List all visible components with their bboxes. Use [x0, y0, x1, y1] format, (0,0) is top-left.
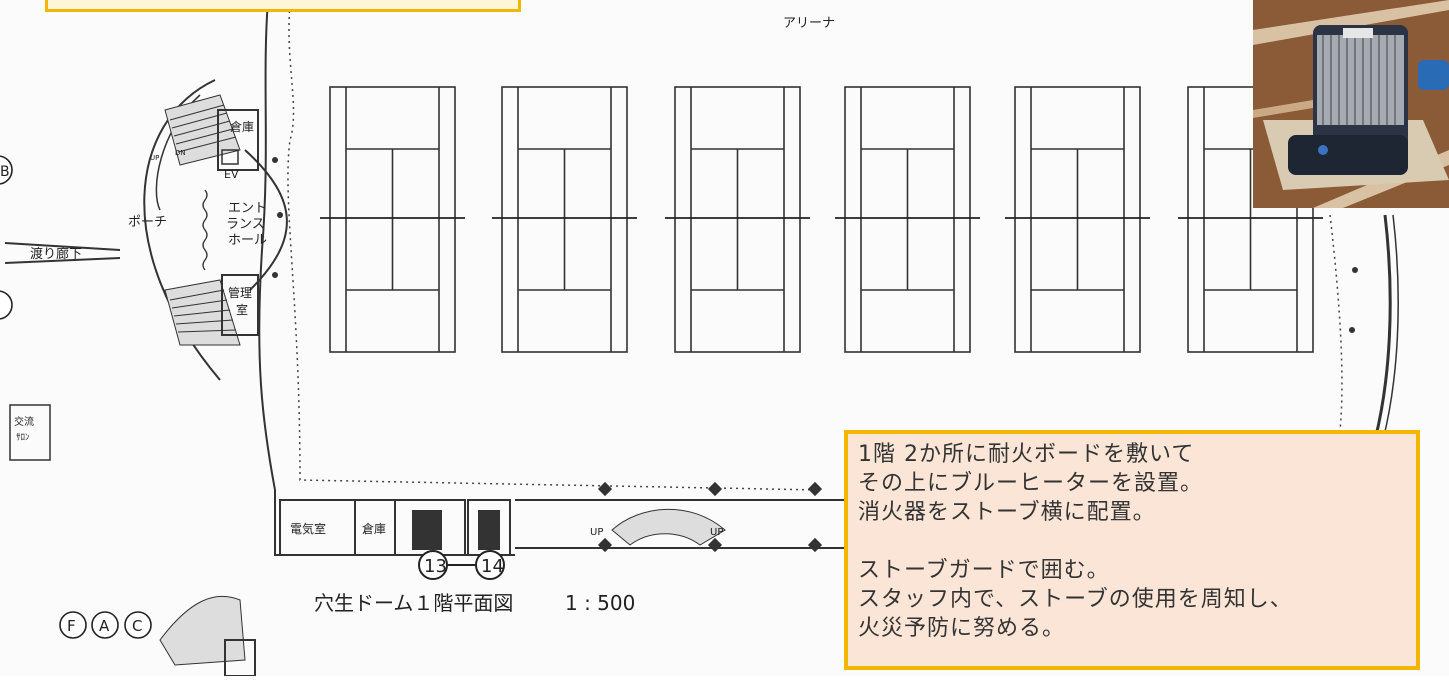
corridor-label: 渡り廊下: [30, 246, 82, 262]
circle-marker-f: [59, 611, 87, 639]
note-line: その上にブルーヒーターを設置。: [858, 471, 1204, 496]
circle-marker-b: [0, 155, 13, 185]
circle-letter-a: A: [99, 617, 110, 635]
stairs-upper: [164, 94, 241, 166]
admin-label-2: 室: [236, 302, 248, 317]
note-line: ストーブガードで囲む。: [858, 558, 1110, 583]
heater-photo: [1253, 0, 1449, 208]
up-label-left: UP: [590, 527, 603, 538]
note-line: 1階 2か所に耐火ボードを敷いて: [858, 442, 1195, 467]
storage-label: 倉庫: [230, 119, 254, 134]
ev-shaft: [221, 149, 239, 165]
circle-marker-left: [0, 290, 13, 320]
column-markers: [597, 481, 823, 553]
stair-bottom-center: [611, 508, 726, 546]
lounge-room: [9, 404, 51, 461]
entrance-label-3: ホール: [228, 233, 267, 248]
note-callout: 1階 2か所に耐火ボードを敷いて その上にブルーヒーターを設置。 消火器をストー…: [844, 430, 1420, 670]
marker-13-label: 13: [424, 556, 447, 577]
electric-room-label: 電気室: [290, 521, 326, 536]
circle-letter-b: B: [0, 164, 10, 180]
note-line: 消火器をストーブ横に配置。: [858, 500, 1156, 525]
entrance-doors: [202, 189, 208, 271]
note-line: 火災予防に努める。: [858, 616, 1066, 641]
corridor-line-top: [4, 242, 121, 251]
plan-scale: 1 : 500: [565, 591, 635, 615]
toilet-icon: [412, 510, 442, 550]
tennis-court: [835, 86, 980, 353]
entrance-label-1: エント: [228, 201, 267, 216]
outer-wall-right-2: [1382, 214, 1399, 441]
outer-wall-left: [258, 0, 276, 491]
note-line-blank: [858, 527, 1406, 556]
toilet-icon-2: [478, 510, 500, 550]
marker-14-label: 14: [481, 556, 504, 577]
arena-label: アリーナ: [783, 16, 835, 31]
entrance-hall-wall: [244, 149, 288, 291]
tennis-court: [665, 86, 810, 353]
porch-label: ポーチ: [128, 215, 167, 230]
arena-boundary: [287, 4, 821, 491]
ev-label: EV: [224, 168, 239, 181]
arena-boundary-right: [1329, 214, 1343, 431]
tennis-court: [320, 86, 465, 353]
circle-marker-c: [124, 611, 152, 639]
lounge-label-1: 交流: [14, 415, 34, 428]
circle-letter-f: F: [67, 617, 76, 635]
tennis-courts: [320, 86, 1323, 353]
circle-marker-a: [91, 611, 119, 639]
tennis-court: [1005, 86, 1150, 353]
stairs-bottom-left: [159, 595, 246, 666]
plan-title: 穴生ドーム１階平面図: [314, 591, 513, 615]
note-line: スタッフ内で、ストーブの使用を周知し、: [858, 587, 1293, 612]
dn-label-stair: DN: [175, 149, 186, 157]
admin-room: [221, 274, 259, 336]
lounge-label-2: ｻﾛﾝ: [16, 432, 30, 443]
storage-ev-block: [217, 109, 259, 171]
up-label-right: UP: [710, 527, 723, 538]
top-callout-box: [45, 0, 521, 12]
tennis-court: [492, 86, 637, 353]
corridor-line-bottom: [4, 257, 121, 264]
outer-wall-right: [1373, 214, 1392, 441]
up-label-stair: UP: [150, 154, 159, 162]
admin-label-1: 管理: [228, 285, 252, 300]
entrance-label-2: ランス: [226, 217, 265, 232]
circle-letter-c: C: [132, 617, 142, 635]
wall-dots: [272, 157, 1358, 333]
storage-label-bottom: 倉庫: [362, 521, 386, 536]
